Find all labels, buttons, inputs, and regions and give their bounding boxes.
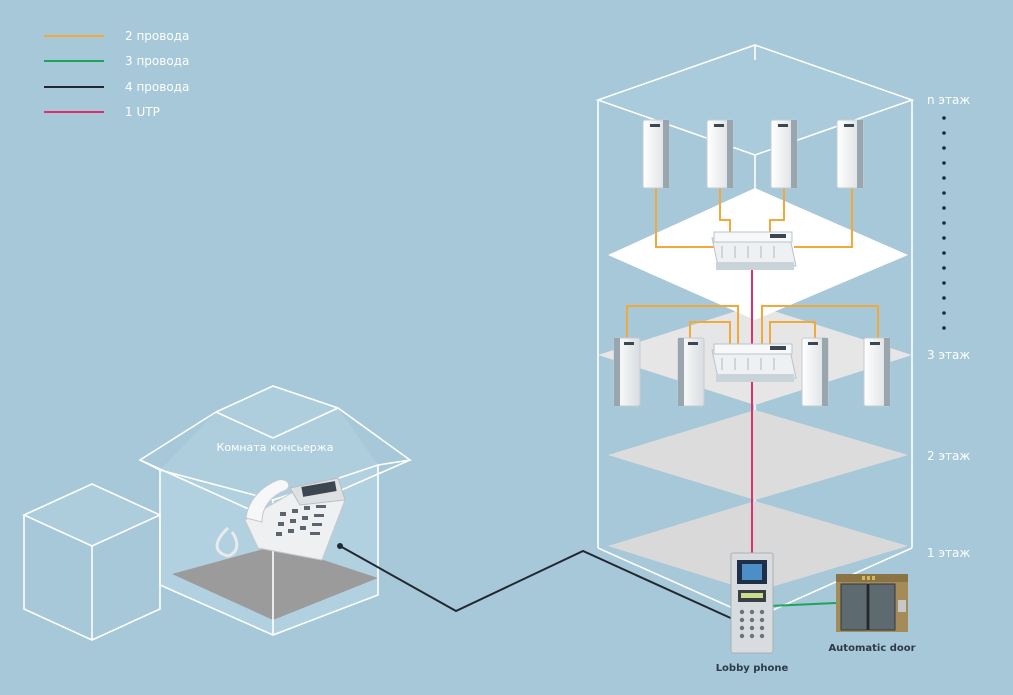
ellipsis-dots [942,116,946,330]
interphone-handset-icon [863,337,891,407]
interphone-handset-icon [642,119,670,189]
wire-2-floor-n [655,188,853,248]
legend-label: 4 провода [125,80,189,94]
desk-phone-icon [215,477,346,561]
distributor-box-icon [711,231,797,270]
wire-4-concierge [339,545,736,621]
legend-label: 3 провода [125,54,189,68]
floor-plate-2 [608,410,908,500]
legend: 2 провода 3 провода 4 провода 1 UTP [44,29,189,119]
lobby-phone-label: Lobby phone [716,663,789,674]
automatic-door-label: Automatic door [828,643,915,654]
legend-item-4-wire: 4 провода [44,80,189,94]
floor-plate-1 [608,501,908,592]
interphone-handset-icon [613,337,641,407]
glass-door-icon [836,574,908,632]
interphone-handset-icon [706,119,734,189]
interphone-handset-icon [677,337,705,407]
annex-box [22,483,162,641]
interphone-handset-icon [770,119,798,189]
floor-label-3: 3 этаж [927,348,970,362]
lobby-panel-icon [730,552,774,654]
interphone-handset-icon [836,119,864,189]
distributor-box-icon [711,343,797,382]
legend-label: 1 UTP [125,105,160,119]
floor-label-1: 1 этаж [927,546,970,560]
floor-labels: n этаж 3 этаж 2 этаж 1 этаж [927,93,970,560]
wire-3-door [769,602,837,607]
interphone-handset-icon [801,337,829,407]
concierge-room-label: Комната консьержа [217,441,334,454]
wire-2-floor-3 [626,305,879,346]
legend-item-2-wire: 2 провода [44,29,189,43]
legend-label: 2 провода [125,29,189,43]
legend-item-3-wire: 3 провода [44,54,189,68]
legend-item-utp: 1 UTP [44,105,160,119]
floor-label-2: 2 этаж [927,449,970,463]
floor-label-n: n этаж [927,93,970,107]
